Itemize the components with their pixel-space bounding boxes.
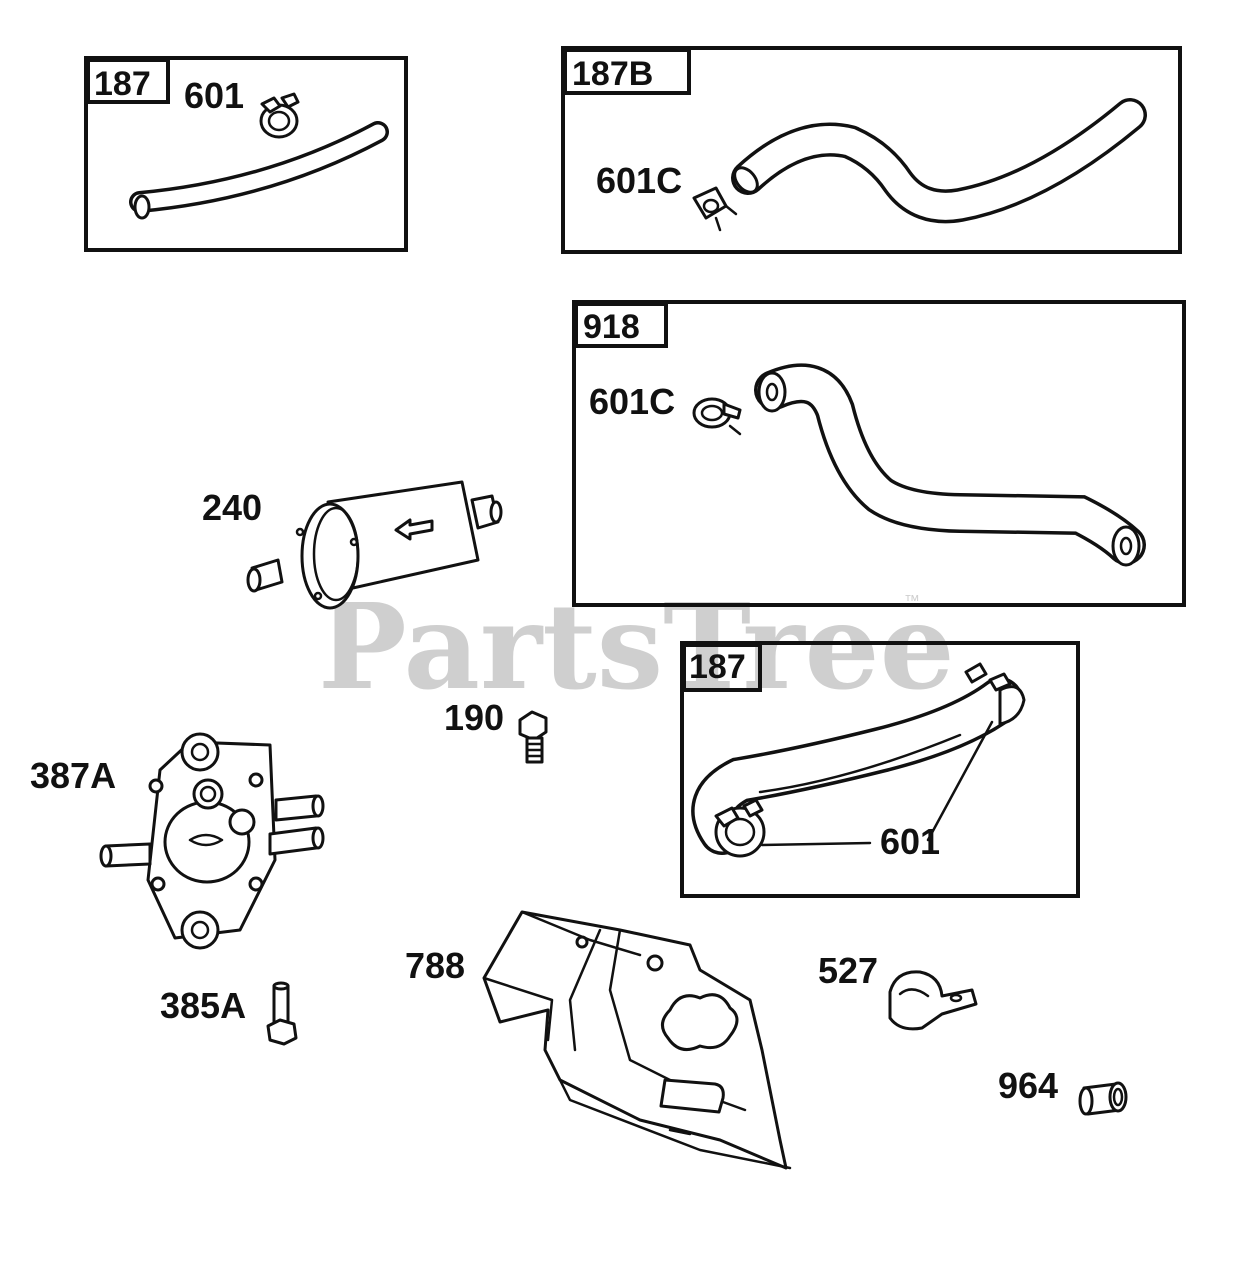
part-527-clip[interactable]: 527 bbox=[818, 950, 978, 1031]
part-label-190[interactable]: 190 bbox=[444, 697, 504, 738]
fuel-pump-icon bbox=[99, 732, 325, 950]
group-frame bbox=[84, 56, 408, 252]
group-tag: 187B bbox=[572, 55, 653, 93]
part-387a-fuel-pump[interactable]: 387A bbox=[30, 732, 325, 950]
part-label-601[interactable]: 601 bbox=[880, 821, 940, 862]
part-label-601c[interactable]: 601C bbox=[596, 160, 682, 201]
clip-icon bbox=[888, 970, 978, 1031]
group-tag: 187 bbox=[689, 648, 746, 686]
hose-clamp-icon bbox=[259, 92, 300, 139]
part-label-601c[interactable]: 601C bbox=[589, 381, 675, 422]
fuel-filter-icon bbox=[246, 480, 503, 610]
part-964-spacer[interactable]: 964 bbox=[998, 1065, 1128, 1116]
group-187-lower[interactable]: 187 601 bbox=[680, 641, 1080, 898]
fuel-line-icon bbox=[129, 121, 389, 220]
part-label-964[interactable]: 964 bbox=[998, 1065, 1058, 1106]
part-label-527[interactable]: 527 bbox=[818, 950, 878, 991]
spacer-icon bbox=[1078, 1081, 1128, 1116]
group-frame bbox=[561, 46, 1182, 254]
parts-tree-watermark: PartsTree ™ bbox=[318, 577, 955, 716]
part-label-240[interactable]: 240 bbox=[202, 487, 262, 528]
part-label-788[interactable]: 788 bbox=[405, 945, 465, 986]
part-label-601[interactable]: 601 bbox=[184, 75, 244, 116]
group-tag-box bbox=[682, 643, 762, 692]
part-190-bolt[interactable]: 190 bbox=[444, 697, 548, 764]
part-label-385a[interactable]: 385A bbox=[160, 985, 246, 1026]
group-187-top[interactable]: 187 601 bbox=[84, 56, 408, 252]
group-tag: 918 bbox=[583, 308, 640, 346]
part-label-387a[interactable]: 387A bbox=[30, 755, 116, 796]
group-frame bbox=[680, 641, 1080, 898]
group-tag-box bbox=[574, 302, 668, 348]
group-tag: 187 bbox=[94, 65, 151, 103]
part-385a-screw[interactable]: 385A bbox=[160, 981, 298, 1046]
watermark-trademark: ™ bbox=[904, 593, 920, 610]
group-187b[interactable]: 187B 601C bbox=[561, 46, 1182, 254]
part-788-bracket[interactable]: 788 bbox=[405, 910, 792, 1170]
bolt-icon bbox=[266, 981, 298, 1046]
watermark-text: PartsTree bbox=[318, 577, 955, 716]
hose-clamp-icon bbox=[714, 662, 1026, 858]
part-240-fuel-filter[interactable]: 240 bbox=[202, 480, 503, 610]
fuel-line-icon bbox=[731, 98, 1147, 224]
bolt-icon bbox=[518, 710, 548, 764]
fuel-line-icon bbox=[754, 363, 1146, 567]
fuel-line-icon bbox=[691, 677, 1023, 855]
group-tag-box bbox=[86, 58, 170, 104]
hose-clamp-icon bbox=[692, 397, 742, 436]
group-918[interactable]: 918 601C bbox=[572, 300, 1186, 607]
group-tag-box bbox=[563, 48, 691, 95]
leader-lines bbox=[760, 720, 994, 847]
hose-clamp-icon bbox=[692, 186, 738, 232]
bracket-icon bbox=[482, 910, 792, 1170]
group-frame bbox=[572, 300, 1186, 607]
